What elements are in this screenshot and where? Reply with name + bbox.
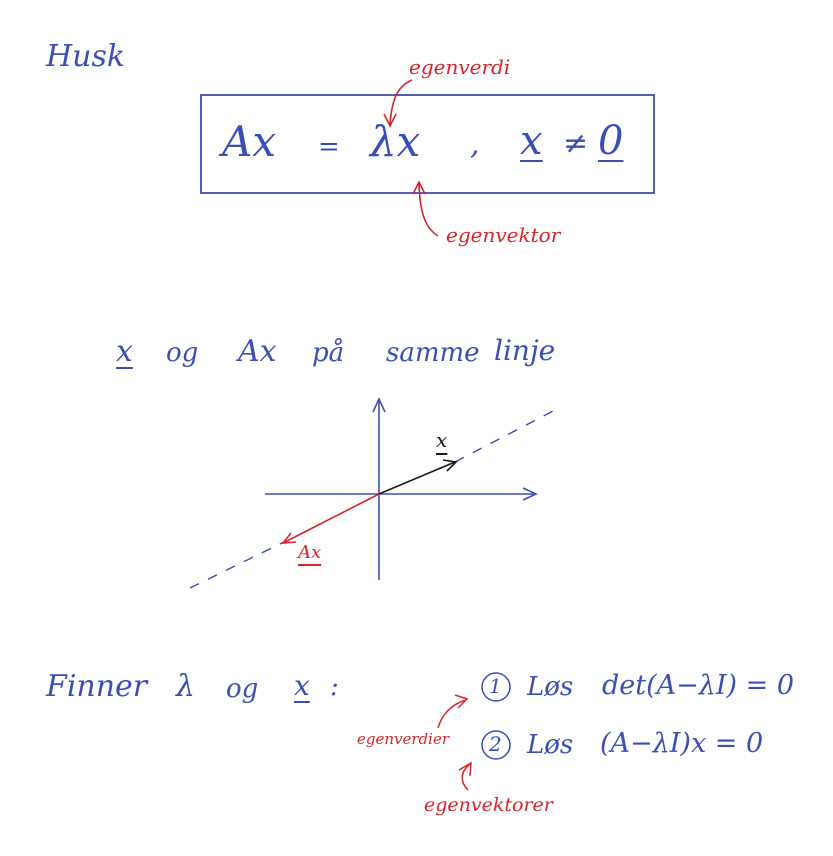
finner-text: Finner [46, 669, 148, 704]
equation-comma: , [470, 127, 480, 162]
graph-label-x: x [436, 428, 448, 452]
statement-linje: linje [494, 334, 556, 367]
equation-box-frame [200, 94, 655, 194]
eigenvalue-annotation: egenverdi [409, 55, 511, 79]
eigenvalues-arrowhead [454, 694, 469, 709]
step-2-number: 2 [489, 732, 502, 756]
step-1-number: 1 [489, 674, 502, 698]
equation-lhs-text: Ax [222, 117, 277, 166]
vector-x [378, 461, 456, 495]
step-2-circle [481, 730, 511, 760]
eigenvector-annotation: egenvektor [446, 223, 561, 247]
eigenvectors-annotation: egenvektorer [424, 794, 553, 816]
equation-rhs: λx [370, 117, 421, 166]
statement-ax: Ax [238, 334, 277, 369]
finner-x: x [294, 669, 310, 702]
step-1-los: Løs [527, 672, 574, 702]
vector-x-arrowhead [442, 459, 458, 472]
equation-lhs: Ax [222, 121, 276, 163]
step-1-expression: det(A−λI) = 0 [602, 670, 795, 701]
statement-x: x [116, 334, 133, 369]
finner-og: og [226, 674, 259, 704]
vector-ax [282, 493, 380, 544]
graph-label-ax: Ax [298, 542, 322, 563]
vector-ax-arrowhead [281, 532, 297, 544]
eigenvectors-arrow [461, 763, 471, 791]
dashed-line-upper [454, 409, 556, 463]
step-2-expression: (A−λI)x = 0 [600, 728, 764, 759]
eigenvector-arrow [418, 183, 439, 237]
eigenvectors-arrowhead [458, 761, 472, 777]
x-axis-arrowhead [522, 487, 538, 501]
condition-neq: ≠ [563, 126, 589, 161]
step-2-los: Løs [527, 730, 574, 760]
heading-husk: Husk [46, 39, 126, 74]
finner-colon: : [330, 672, 339, 702]
condition-zero: 0 [598, 118, 624, 164]
y-axis-arrowhead [372, 397, 386, 413]
eigenvalues-arrow [437, 699, 467, 729]
eigenvector-arrowhead [412, 180, 426, 195]
condition-variable: x [520, 118, 543, 164]
statement-samme: samme [386, 338, 480, 368]
statement-pa: på [312, 338, 345, 368]
eigenvalues-annotation: egenverdier [357, 730, 449, 748]
eigenvalue-arrowhead [383, 113, 397, 128]
finner-lambda: λ [176, 669, 196, 704]
statement-og: og [166, 338, 199, 368]
dashed-line-lower [189, 541, 285, 589]
equation-equals: = [318, 132, 340, 162]
step-1-circle [481, 672, 511, 702]
eigenvalue-arrow [389, 79, 413, 125]
